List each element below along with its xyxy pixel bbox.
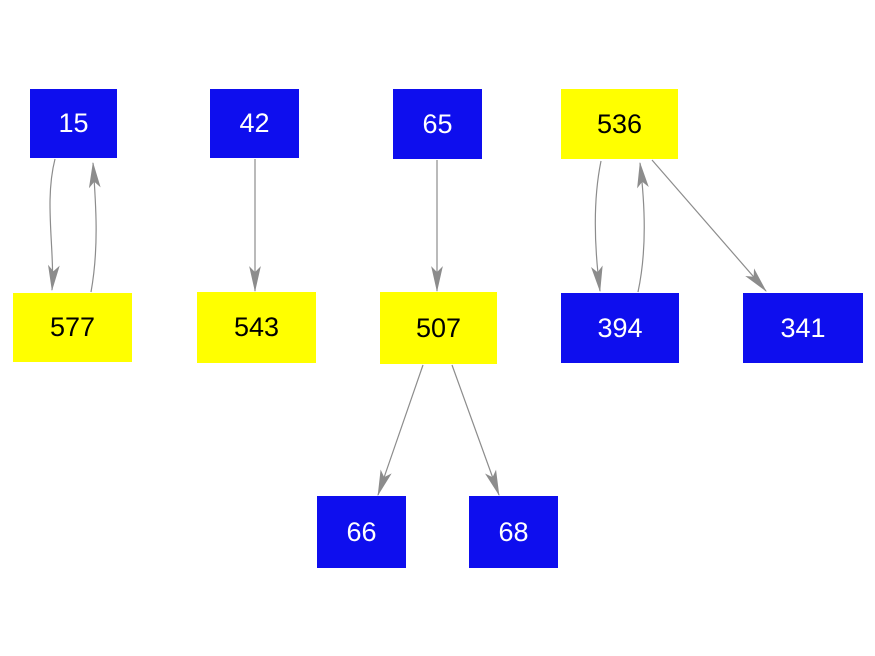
node-66[interactable]: 66 bbox=[317, 496, 406, 568]
node-543[interactable]: 543 bbox=[197, 292, 316, 363]
node-label: 507 bbox=[415, 312, 462, 343]
edge-536-341 bbox=[651, 159, 767, 292]
node-label: 65 bbox=[422, 108, 453, 139]
node-15[interactable]: 15 bbox=[30, 89, 117, 158]
node-68[interactable]: 68 bbox=[469, 496, 558, 568]
node-394[interactable]: 394 bbox=[561, 293, 679, 363]
edge-577-15 bbox=[88, 161, 101, 293]
node-label: 394 bbox=[597, 312, 643, 343]
edge-394-536 bbox=[637, 161, 649, 293]
node-label: 536 bbox=[596, 108, 643, 139]
node-42[interactable]: 42 bbox=[210, 89, 299, 158]
edge-536-394 bbox=[591, 160, 603, 293]
edge-15-577 bbox=[48, 158, 60, 292]
node-577[interactable]: 577 bbox=[13, 293, 132, 362]
node-label: 543 bbox=[233, 312, 280, 342]
node-label: 15 bbox=[58, 108, 89, 138]
node-label: 341 bbox=[780, 312, 826, 343]
edge-507-68 bbox=[451, 364, 500, 497]
node-label: 42 bbox=[239, 108, 270, 138]
node-536[interactable]: 536 bbox=[561, 89, 678, 159]
node-label: 577 bbox=[49, 312, 96, 342]
node-507[interactable]: 507 bbox=[380, 292, 497, 364]
node-65[interactable]: 65 bbox=[393, 89, 482, 159]
node-341[interactable]: 341 bbox=[743, 293, 863, 363]
node-label: 66 bbox=[346, 516, 377, 547]
edge-507-66 bbox=[377, 364, 424, 497]
node-label: 68 bbox=[498, 516, 529, 547]
